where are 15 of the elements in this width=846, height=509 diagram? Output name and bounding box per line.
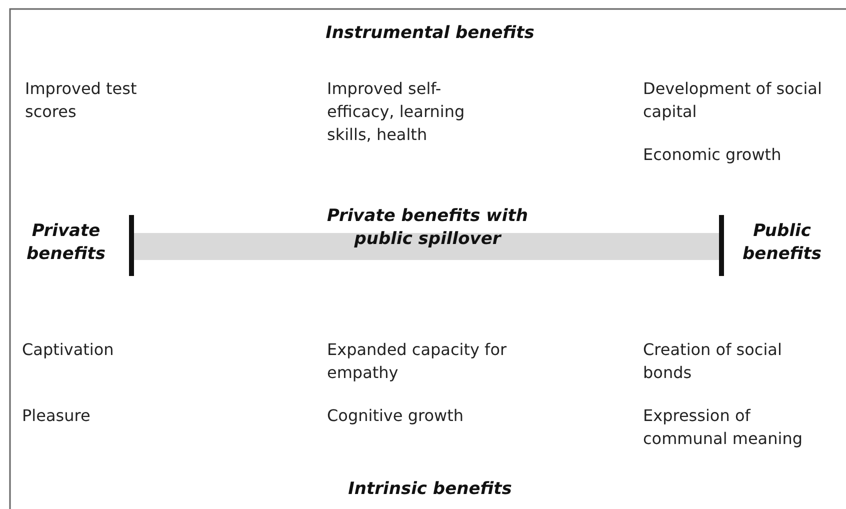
axis-heading: Instrumental benefits bbox=[324, 22, 536, 45]
benefit-item: Captivation bbox=[22, 339, 115, 361]
axis-end-label: Private benefits bbox=[26, 220, 106, 266]
axis-end-label: Public benefits bbox=[742, 220, 822, 266]
benefit-item: Improved test scores bbox=[25, 78, 138, 123]
benefit-item: Development of social capital bbox=[643, 78, 823, 123]
benefit-item: Economic growth bbox=[643, 144, 782, 166]
benefit-item: Cognitive growth bbox=[327, 405, 464, 427]
benefit-item: Improved self-efficacy, learning skills, health bbox=[327, 78, 466, 146]
benefit-item: Expression of communal meaning bbox=[643, 405, 804, 450]
benefit-item: Pleasure bbox=[22, 405, 92, 427]
benefit-item: Creation of social bonds bbox=[643, 339, 783, 384]
benefit-item: Expanded capacity for empathy bbox=[327, 339, 508, 384]
axis-heading: Intrinsic benefits bbox=[347, 478, 513, 501]
axis-center-label: Private benefits with public spillover bbox=[326, 205, 529, 251]
